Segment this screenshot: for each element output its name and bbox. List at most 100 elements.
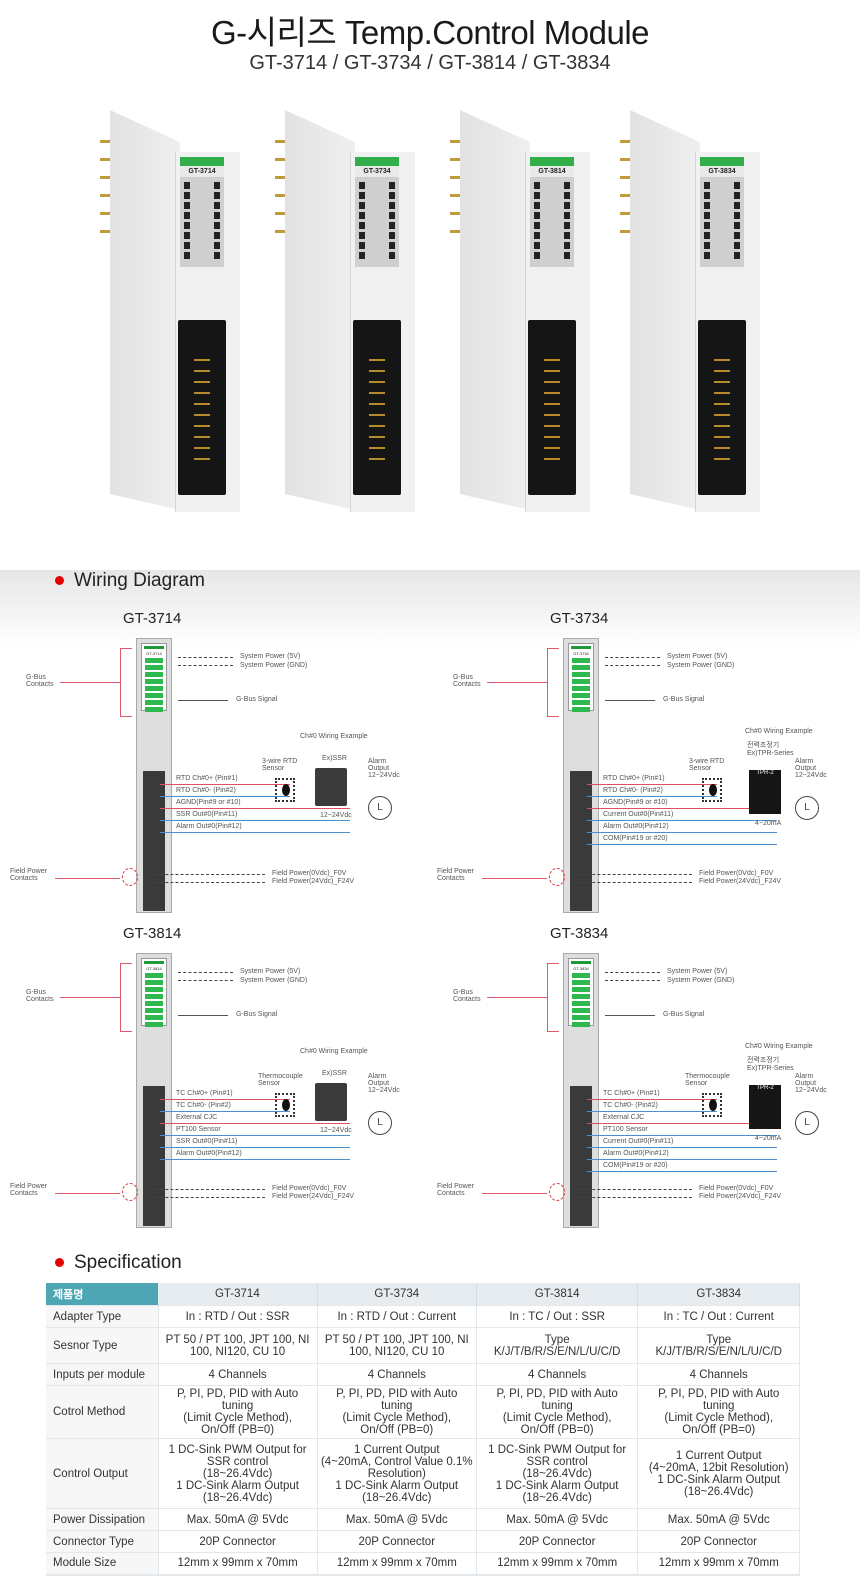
wire-line [587, 784, 717, 785]
wire-line [487, 997, 547, 998]
dashed-line [150, 874, 265, 875]
wire-line [160, 832, 350, 833]
wiring-heading: Wiring Diagram [55, 570, 205, 592]
row-header: Adapter Type [46, 1305, 159, 1328]
wire-line [60, 997, 120, 998]
wire-label: TC Ch#0+ (Pin#1) [176, 1090, 233, 1097]
wire-line [60, 682, 120, 683]
spec-cell: 20P Connector [476, 1530, 639, 1553]
led-icon [572, 686, 590, 691]
field-power-contacts-label: Field Power Contacts [437, 868, 474, 882]
wire-label: Current Out#0(Pin#11) [603, 811, 674, 818]
gbus-contact-icon [275, 212, 285, 215]
led-panel: GT-3834 [700, 157, 744, 267]
led-icon [572, 1008, 590, 1013]
led-icon [145, 658, 163, 663]
ssr-voltage-label: 12~24Vdc [320, 1127, 352, 1134]
gbus-contact-icon [620, 212, 630, 215]
gbus-signal-label: G-Bus Signal [663, 1011, 705, 1018]
tpr-label: 전력조정기 Ex)TPR-Series [747, 742, 794, 757]
dashed-line [605, 657, 660, 658]
ch0-example-label: Ch#0 Wiring Example [300, 733, 368, 740]
wire-line [178, 1015, 228, 1016]
spec-cell: 1 Current Output (4~20mA, Control Value … [317, 1438, 477, 1509]
row-header: Cotrol Method [46, 1385, 159, 1439]
diagram-title: GT-3834 [550, 925, 609, 942]
module-photo: GT-3734 [275, 100, 425, 530]
dashed-line [150, 1189, 265, 1190]
field-power-0v-label: Field Power(0Vdc)_F0V [699, 1185, 774, 1192]
wire-line [160, 1135, 350, 1136]
gbus-contact-icon [275, 158, 285, 161]
module-label: GT-3734 [355, 166, 399, 177]
led-icon [145, 1022, 163, 1027]
gbus-contact-icon [450, 176, 460, 179]
module-body [110, 110, 180, 510]
field-power-contacts-label: Field Power Contacts [10, 868, 47, 882]
wire-label: SSR Out#0(Pin#11) [176, 1138, 238, 1145]
spec-cell: 1 DC-Sink PWM Output for SSR control (18… [158, 1438, 318, 1509]
wire-line [587, 844, 777, 845]
connector-pins [369, 355, 385, 465]
led-icon [145, 973, 163, 978]
spec-cell: Max. 50mA @ 5Vdc [637, 1508, 800, 1531]
row-header: Control Output [46, 1438, 159, 1509]
led-icon [145, 994, 163, 999]
wire-line [587, 1111, 717, 1112]
wire-label: External CJC [603, 1114, 645, 1121]
system-power-gnd-label: System Power (GND) [240, 662, 308, 669]
connector-20p [698, 320, 746, 495]
wire-label: RTD Ch#0+ (Pin#1) [603, 775, 665, 782]
gbus-contact-icon [100, 158, 110, 161]
module-drawing: GT-3714 [136, 638, 172, 913]
connector-pins [194, 355, 210, 465]
module-head: GT-3814 [141, 958, 167, 1027]
wire-label: Current Out#0(Pin#11) [603, 1138, 674, 1145]
led-icon [572, 987, 590, 992]
spec-cell: In : TC / Out : Current [637, 1305, 800, 1328]
wire-line [120, 648, 121, 716]
wire-line [605, 1015, 655, 1016]
spec-cell: Type K/J/T/B/R/S/E/N/L/U/C/D [637, 1327, 800, 1364]
spec-cell: 1 DC-Sink PWM Output for SSR control (18… [476, 1438, 639, 1509]
green-strip [144, 646, 164, 649]
dashed-line [577, 874, 692, 875]
led-icon [704, 182, 740, 189]
module-photo: GT-3714 [100, 100, 250, 530]
led-icon [359, 242, 395, 249]
gbus-contacts-label: G-Bus Contacts [453, 674, 481, 688]
spec-cell: 20P Connector [317, 1530, 477, 1553]
module-head: GT-3834 [568, 958, 594, 1027]
wire-label: External CJC [176, 1114, 218, 1121]
alarm-output-label: Alarm Output 12~24Vdc [795, 758, 827, 779]
dashed-line [605, 972, 660, 973]
led-icon [145, 686, 163, 691]
led-icon [704, 252, 740, 259]
wire-line [120, 648, 132, 649]
wire-line [160, 1099, 290, 1100]
spec-cell: In : RTD / Out : Current [317, 1305, 477, 1328]
wire-line [587, 796, 717, 797]
gbus-contact-icon [275, 176, 285, 179]
gbus-contact-icon [450, 230, 460, 233]
led-icon [359, 252, 395, 259]
led-icon [704, 202, 740, 209]
led-icon [145, 1015, 163, 1020]
column-header-model: GT-3814 [476, 1283, 639, 1306]
gbus-contact-icon [620, 140, 630, 143]
led-icon [704, 212, 740, 219]
gbus-signal-label: G-Bus Signal [663, 696, 705, 703]
green-strip [571, 961, 591, 964]
wire-line [587, 832, 777, 833]
led-icon [359, 182, 395, 189]
wire-line [587, 1171, 777, 1172]
wire-label: TC Ch#0- (Pin#2) [176, 1102, 231, 1109]
dashed-line [577, 1189, 692, 1190]
dashed-line [178, 972, 233, 973]
spec-cell: Type K/J/T/B/R/S/E/N/L/U/C/D [476, 1327, 639, 1364]
gbus-contact-icon [100, 230, 110, 233]
